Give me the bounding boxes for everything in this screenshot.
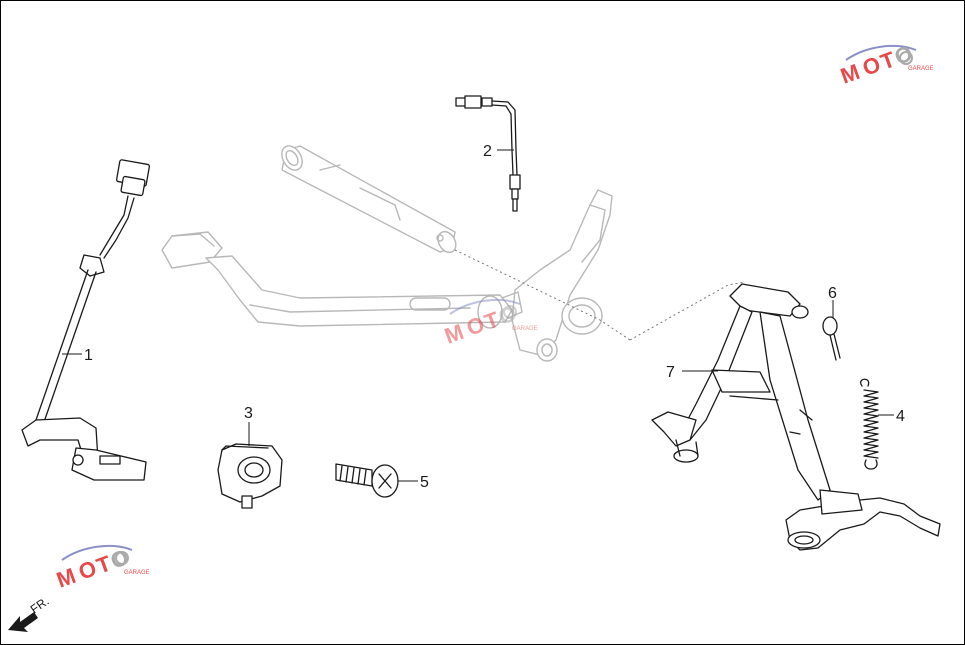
wm-tagline: GARAGE bbox=[908, 66, 934, 72]
gear-icon bbox=[899, 51, 913, 65]
callout-6: 6 bbox=[828, 285, 837, 318]
bolt-part[interactable] bbox=[335, 463, 399, 498]
watermark-logo-bottom: M O T O GARAGE bbox=[53, 544, 150, 592]
callout-2-label: 2 bbox=[483, 143, 492, 160]
gear-icon bbox=[503, 305, 517, 319]
main-stand-part[interactable] bbox=[651, 283, 941, 551]
wm-tagline: GARAGE bbox=[124, 570, 150, 576]
callout-7: 7 bbox=[666, 364, 718, 381]
wm-letter: M bbox=[837, 59, 863, 89]
assembly-line-stand bbox=[629, 281, 746, 341]
callout-6-label: 6 bbox=[828, 285, 837, 302]
callout-2: 2 bbox=[483, 143, 514, 160]
callout-4-label: 4 bbox=[896, 408, 905, 425]
swoosh-icon bbox=[61, 544, 133, 561]
sensor-wire-part[interactable] bbox=[455, 95, 521, 212]
callout-4: 4 bbox=[878, 408, 905, 425]
wm-letter: M bbox=[53, 563, 79, 593]
wm-tagline: GARAGE bbox=[512, 326, 538, 332]
assembly-line-shaft bbox=[454, 249, 631, 341]
gear-icon bbox=[115, 551, 129, 565]
callout-5: 5 bbox=[398, 474, 429, 491]
watermark-logo-top: M O T O GARAGE bbox=[837, 40, 934, 88]
callout-3: 3 bbox=[244, 405, 253, 446]
ghost-pivot-shaft bbox=[281, 145, 457, 254]
callout-5-label: 5 bbox=[420, 474, 429, 491]
ghost-brake-pedal bbox=[161, 189, 613, 362]
front-label: FR. bbox=[28, 594, 52, 617]
return-spring-part[interactable] bbox=[860, 378, 879, 470]
cotter-pin-part[interactable] bbox=[822, 316, 841, 361]
front-direction-indicator: FR. bbox=[8, 594, 52, 632]
callout-1: 1 bbox=[62, 347, 93, 364]
callout-3-label: 3 bbox=[244, 405, 253, 422]
front-arrow-icon bbox=[8, 612, 38, 632]
callout-7-label: 7 bbox=[666, 364, 675, 381]
side-stand-switch-part[interactable] bbox=[21, 159, 151, 481]
swoosh-icon bbox=[845, 44, 917, 61]
bracket-part[interactable] bbox=[217, 443, 283, 509]
callout-1-label: 1 bbox=[84, 347, 93, 364]
swoosh-icon bbox=[449, 298, 521, 315]
